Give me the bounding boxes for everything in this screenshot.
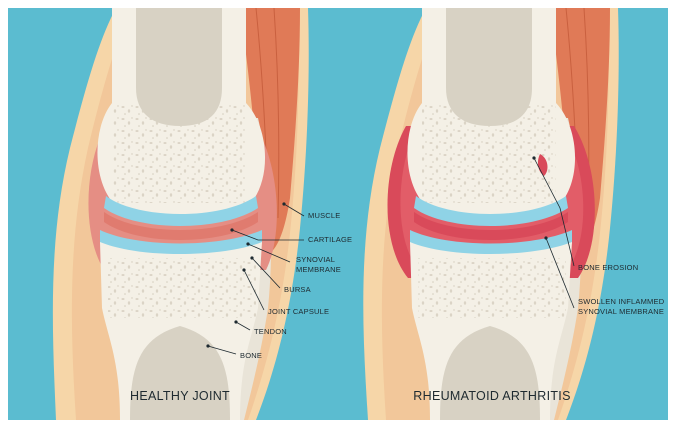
label-joint-capsule: JOINT CAPSULE (268, 307, 329, 316)
upper-marrow (136, 8, 222, 126)
label-swollen-line2: SYNOVIAL MEMBRANE (578, 307, 664, 316)
label-swollen-line1: SWOLLEN INFLAMMED (578, 297, 665, 306)
label-muscle: MUSCLE (308, 211, 340, 220)
healthy-joint-illustration (53, 8, 309, 420)
caption-healthy-joint: HEALTHY JOINT (130, 389, 230, 403)
label-cartilage: CARTILAGE (308, 235, 352, 244)
arthritis-joint-illustration (363, 8, 618, 420)
joint-comparison-illustration: MUSCLE CARTILAGE SYNOVIAL MEMBRANE BURSA… (8, 8, 668, 420)
upper-marrow (446, 8, 532, 126)
label-membrane: MEMBRANE (296, 265, 341, 274)
label-tendon: TENDON (254, 327, 287, 336)
label-bone: BONE (240, 351, 262, 360)
label-synovial: SYNOVIAL (296, 255, 335, 264)
illustration-canvas: MUSCLE CARTILAGE SYNOVIAL MEMBRANE BURSA… (8, 8, 668, 420)
label-bone-erosion: BONE EROSION (578, 263, 638, 272)
label-bursa: BURSA (284, 285, 311, 294)
caption-rheumatoid-arthritis: RHEUMATOID ARTHRITIS (413, 389, 570, 403)
